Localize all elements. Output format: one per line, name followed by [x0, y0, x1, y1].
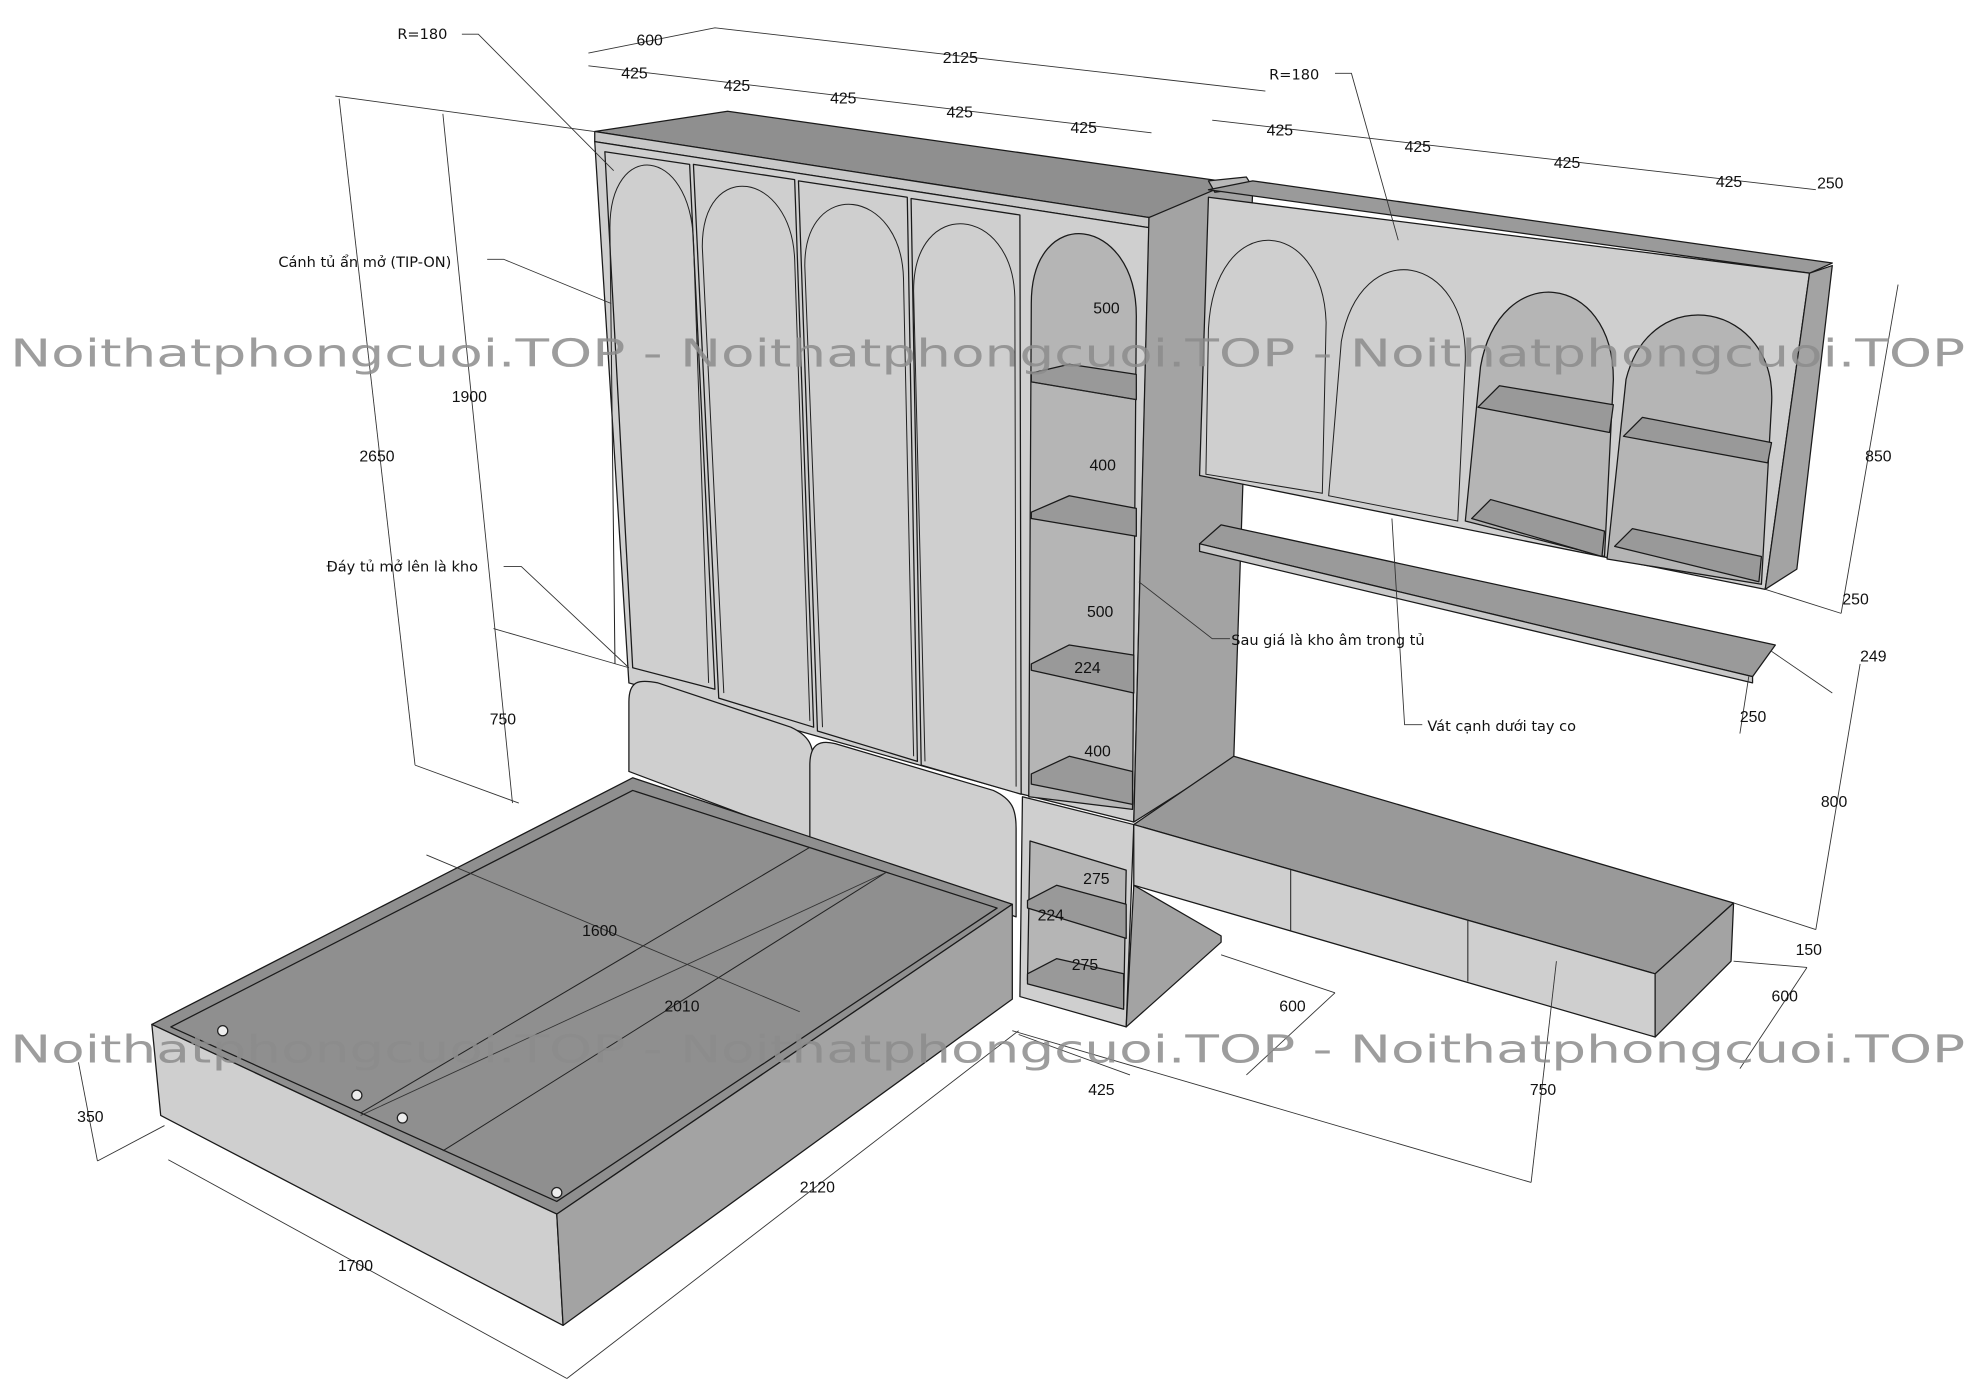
floating-shelf-edge [1198, 543, 1754, 684]
lower-shelf-2 [1026, 957, 1125, 1010]
headboard-right [809, 741, 1017, 918]
note-radius-left: R=180 [397, 27, 447, 43]
wardrobe-door-1 [604, 151, 716, 690]
dim-label: 425 [1554, 155, 1581, 172]
wall-shelf-3 [1477, 385, 1614, 434]
note-storage-base: Đáy tủ mở lên là kho [326, 560, 478, 576]
dim-label: 800 [1821, 794, 1848, 811]
lower-shelf-1 [1026, 884, 1127, 940]
dim-label: 425 [830, 91, 857, 108]
dim-label: 400 [1084, 743, 1111, 760]
dim-label: 750 [1530, 1082, 1557, 1099]
wall-shelf-4b [1613, 528, 1763, 583]
shelf-1 [1030, 363, 1137, 401]
dim-label: 425 [1071, 120, 1098, 137]
dim-label: 425 [724, 78, 751, 95]
dim-label: 500 [1087, 604, 1114, 621]
bed-lift-hole [217, 1025, 229, 1037]
dim-label: 425 [1088, 1082, 1115, 1099]
dim-label: 150 [1796, 942, 1823, 959]
wall-arch-4 [1606, 314, 1773, 585]
dimension-labels: 600 2125 425 425 425 425 425 425 425 425… [77, 33, 1892, 1275]
desk-end [1654, 902, 1735, 1038]
dim-label: 850 [1865, 449, 1892, 466]
bed-lift-hole [551, 1186, 563, 1199]
note-tip-on: Cánh tủ ẩn mở (TIP-ON) [278, 254, 451, 271]
shelf-edge [1031, 381, 1137, 401]
wardrobe-door-2 [692, 163, 815, 728]
watermark-top: Noithatphongcuoi.TOP - Noithatphongcuoi.… [10, 332, 1965, 376]
dim-label: 2010 [664, 999, 699, 1016]
shelf-2 [1030, 495, 1137, 537]
note-hidden-storage: Sau giá là kho âm trong tủ [1231, 633, 1424, 649]
dim-label: 425 [1405, 139, 1432, 156]
dim-label: 600 [1279, 999, 1306, 1016]
shelf-4 [1030, 755, 1134, 805]
dim-label: 1700 [338, 1258, 373, 1275]
wall-arch-3 [1464, 291, 1614, 558]
wall-cabinet-side [1764, 264, 1833, 590]
dim-label: 425 [1267, 122, 1294, 139]
dim-label: 400 [1089, 457, 1116, 474]
dim-label: 2125 [943, 50, 978, 67]
wall-arch-1 [1205, 240, 1327, 494]
wall-cabinet-top [1207, 180, 1833, 274]
bed-side [556, 903, 1013, 1327]
wardrobe-door-4 [910, 197, 1022, 795]
wardrobe [594, 110, 1254, 1028]
bed [151, 680, 1017, 1327]
bed-slat-divider-1 [360, 846, 811, 1114]
dim-label: 250 [1842, 592, 1869, 609]
wall-shelf-3b [1471, 498, 1606, 558]
dim-label: 1900 [452, 389, 487, 406]
note-radius-right: R=180 [1269, 68, 1319, 84]
wardrobe-door-3 [797, 180, 919, 762]
dim-label: 275 [1072, 957, 1099, 974]
dim-label: 2650 [359, 449, 394, 466]
door-arch-2 [701, 185, 811, 721]
shelf-3 [1030, 644, 1135, 694]
dim-label: 249 [1860, 648, 1887, 665]
bed-slat-divider-2 [442, 872, 887, 1152]
watermark-bottom: Noithatphongcuoi.TOP - Noithatphongcuoi.… [10, 1027, 1965, 1071]
leader-lines [461, 33, 1423, 726]
desk [1133, 755, 1735, 1038]
dim-label: 250 [1740, 709, 1767, 726]
dim-label: 425 [1716, 174, 1743, 191]
dim-label: 600 [1772, 989, 1799, 1006]
dimension-lines [78, 27, 1899, 1379]
dim-label: 750 [490, 712, 517, 729]
dim-label: 425 [947, 105, 974, 122]
dim-label: 1600 [582, 923, 617, 940]
dim-label: 2120 [800, 1180, 835, 1197]
wall-shelf-4 [1622, 416, 1773, 464]
bed-rim [170, 789, 998, 1203]
dim-label: 250 [1817, 175, 1844, 192]
door-arch-1 [609, 164, 710, 683]
bed-lift-hole [351, 1089, 363, 1101]
dim-label: 425 [621, 65, 648, 82]
dim-label: 350 [77, 1109, 104, 1126]
door-arch-4 [913, 223, 1017, 787]
wall-cabinet [1198, 180, 1833, 684]
door-arch-3 [804, 203, 915, 757]
note-bevel-edge: Vát cạnh dưới tay co [1427, 719, 1576, 735]
lower-column-side [1125, 884, 1222, 1028]
wall-arch-2 [1328, 269, 1466, 522]
dim-label: 224 [1038, 908, 1065, 925]
dim-label: 600 [636, 33, 663, 50]
dim-label: 275 [1083, 871, 1110, 888]
bed-lift-hole [396, 1112, 409, 1124]
dim-label: 500 [1093, 301, 1120, 318]
dim-label: 224 [1074, 660, 1101, 677]
